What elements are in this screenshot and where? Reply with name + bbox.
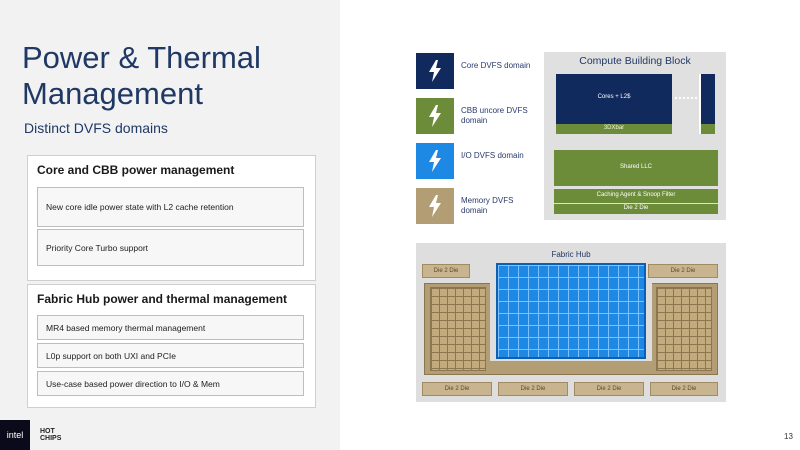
cbb-title: Compute Building Block [579, 55, 691, 67]
more-cores-dots [675, 97, 697, 101]
cbb-die2die-bar [554, 204, 718, 214]
io-block [496, 263, 646, 359]
intel-logo: intel [0, 420, 30, 450]
die2die-top-left: Die 2 Die [422, 264, 470, 278]
lightning-icon [429, 60, 441, 82]
group-title: Core and CBB power management [37, 163, 235, 177]
extra-xbar-bar [699, 124, 715, 134]
cores-label: Cores + L2$ [597, 94, 631, 100]
legend-label: Memory DVFS domain [461, 196, 514, 215]
legend-label: CBB uncore DVFS domain [461, 106, 528, 125]
llc-label: Shared LLC [619, 164, 653, 170]
caching-agent-label: Caching Agent & Snoop Filter [596, 192, 676, 198]
list-item: MR4 based memory thermal management [37, 315, 304, 340]
legend-label: Core DVFS domain [461, 61, 531, 70]
compute-building-block: Compute Building Block Cores + L2$ 3DXba… [544, 52, 726, 220]
llc-block [554, 150, 718, 186]
group-title: Fabric Hub power and thermal management [37, 292, 288, 306]
die2die-bottom-1: Die 2 Die [422, 382, 492, 396]
xbar-bar [556, 124, 672, 134]
io-dvfs-swatch [416, 143, 454, 179]
core-cbb-group: Core and CBB power management New core i… [27, 155, 316, 281]
cbb-uncore-swatch [416, 98, 454, 134]
cores-block [556, 74, 672, 124]
cbb-die2die-label: Die 2 Die [623, 205, 649, 211]
legend-label: I/O DVFS domain [461, 151, 524, 160]
memory-dvfs-swatch [416, 188, 454, 224]
core-dvfs-swatch [416, 53, 454, 89]
list-item: L0p support on both UXI and PCIe [37, 343, 304, 368]
left-panel: Power & Thermal Management Distinct DVFS… [0, 0, 340, 450]
die2die-bottom-3: Die 2 Die [574, 382, 644, 396]
list-item: Use-case based power direction to I/O & … [37, 371, 304, 396]
lightning-icon [429, 105, 441, 127]
caching-agent-bar [554, 189, 718, 203]
fabric-hub-title: Fabric Hub [551, 250, 591, 259]
list-item: Priority Core Turbo support [37, 229, 304, 266]
left-memory-block [430, 287, 486, 371]
die2die-bottom-4: Die 2 Die [650, 382, 718, 396]
list-item: New core idle power state with L2 cache … [37, 187, 304, 227]
hot-chips-logo: HOT CHIPS [40, 428, 62, 442]
right-memory-block [656, 287, 712, 371]
page-number: 13 [784, 432, 793, 441]
lightning-icon [429, 195, 441, 217]
die2die-top-right: Die 2 Die [648, 264, 718, 278]
xbar-label: 3DXbar [603, 125, 625, 131]
fabric-hub-group: Fabric Hub power and thermal management … [27, 284, 316, 408]
die2die-bottom-2: Die 2 Die [498, 382, 568, 396]
lightning-icon [429, 150, 441, 172]
fabric-hub: Fabric Hub Die 2 Die Die 2 Die Die 2 Die… [416, 243, 726, 402]
slide-title: Power & Thermal Management [22, 40, 261, 111]
slide-subtitle: Distinct DVFS domains [24, 120, 168, 136]
extra-core-block [699, 74, 715, 124]
